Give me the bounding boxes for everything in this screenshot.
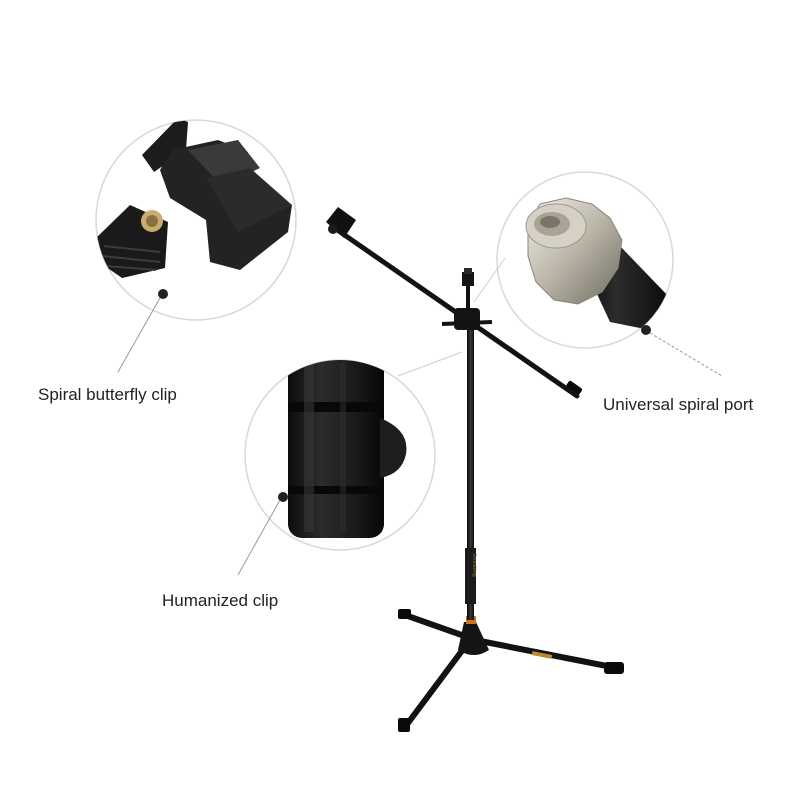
callout-dot [158, 289, 168, 299]
boom-joint [441, 268, 493, 330]
spiral-port-label: Universal spiral port [603, 395, 754, 414]
leader-line [649, 332, 723, 377]
boom-end-cap [566, 380, 583, 395]
humanized-clip-label: Humanized clip [162, 591, 279, 610]
leg-accent [531, 651, 553, 659]
spiral-port-callout [473, 171, 723, 377]
spiral-port-photo [525, 197, 672, 330]
vertical-tube [467, 330, 474, 620]
connector-line [473, 257, 506, 303]
tripod-legs [402, 612, 620, 730]
callout-dot [641, 325, 651, 335]
stand-brand-text: Soundking [471, 553, 477, 577]
base-hub [458, 622, 489, 655]
leader-line [117, 297, 161, 373]
boom-tip-clip [326, 207, 356, 238]
butterfly-clip-label: Spiral butterfly clip [38, 385, 177, 404]
butterfly-clip-photo [96, 120, 292, 278]
tripod-feet [398, 609, 624, 732]
connector-line [397, 351, 463, 377]
humanized-clip-photo [288, 360, 407, 538]
lower-tube [465, 548, 476, 604]
butterfly-clip-callout [95, 119, 297, 373]
leader-line [237, 499, 281, 576]
humanized-clip-callout [237, 351, 463, 576]
microphone-stand: Soundking [326, 207, 624, 732]
callout-dot [278, 492, 288, 502]
